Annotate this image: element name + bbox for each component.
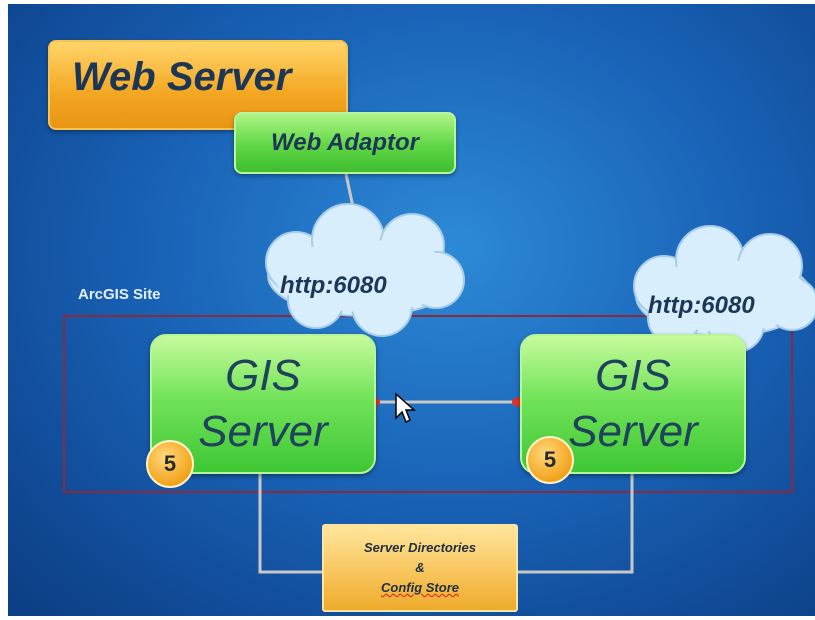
cloud-left-label: http:6080 xyxy=(280,272,387,299)
instance-count-badge-right: 5 xyxy=(526,436,574,484)
config-store-line2: & xyxy=(415,560,425,575)
web-adaptor-box: Web Adaptor xyxy=(234,112,456,174)
cloud-right-label: http:6080 xyxy=(648,292,755,319)
config-store-line1: Server Directories xyxy=(363,540,476,555)
diagram-slide: Web Server Web Adaptor ArcGIS Site http:… xyxy=(8,4,815,616)
gis-server-left-line2: Server xyxy=(198,407,328,456)
gis-server-left-line1: GIS xyxy=(225,351,301,400)
gis-server-right-line1: GIS xyxy=(595,351,671,400)
gis-server-right-line2: Server xyxy=(568,407,698,456)
connector-layer xyxy=(63,173,815,574)
right-store-connector xyxy=(518,472,634,574)
config-store-line3: Config Store xyxy=(381,580,459,595)
web-adaptor-label: Web Adaptor xyxy=(271,129,419,156)
config-store-box: Server Directories & Config Store xyxy=(322,524,518,612)
cloud-left xyxy=(265,203,465,337)
arcgis-site-boundary xyxy=(63,315,793,493)
cloud-right xyxy=(633,225,815,353)
instance-count-badge-left: 5 xyxy=(146,440,194,488)
left-store-connector xyxy=(258,474,322,574)
web-server-label: Web Server xyxy=(72,54,292,99)
mouse-cursor-icon xyxy=(395,392,416,424)
arcgis-site-label: ArcGIS Site xyxy=(78,286,161,303)
